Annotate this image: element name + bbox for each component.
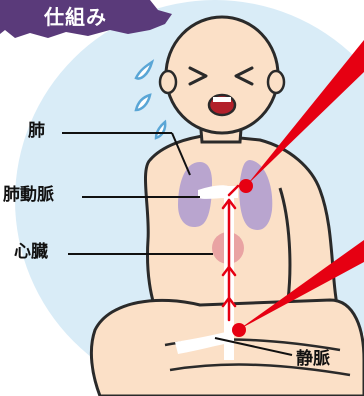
ear-left [160, 71, 176, 93]
label-pulmonary-artery: 肺動脈 [3, 187, 54, 204]
clot-dot-icon [239, 179, 253, 193]
label-vein: 静脈 [296, 351, 330, 368]
label-heart: 心臓 [14, 244, 48, 261]
label-lungs: 肺 [28, 123, 45, 140]
teeth [213, 97, 231, 102]
title-badge: 仕組み [44, 7, 107, 27]
clot-dot-icon-lower [232, 323, 246, 337]
ear-right [268, 71, 284, 93]
